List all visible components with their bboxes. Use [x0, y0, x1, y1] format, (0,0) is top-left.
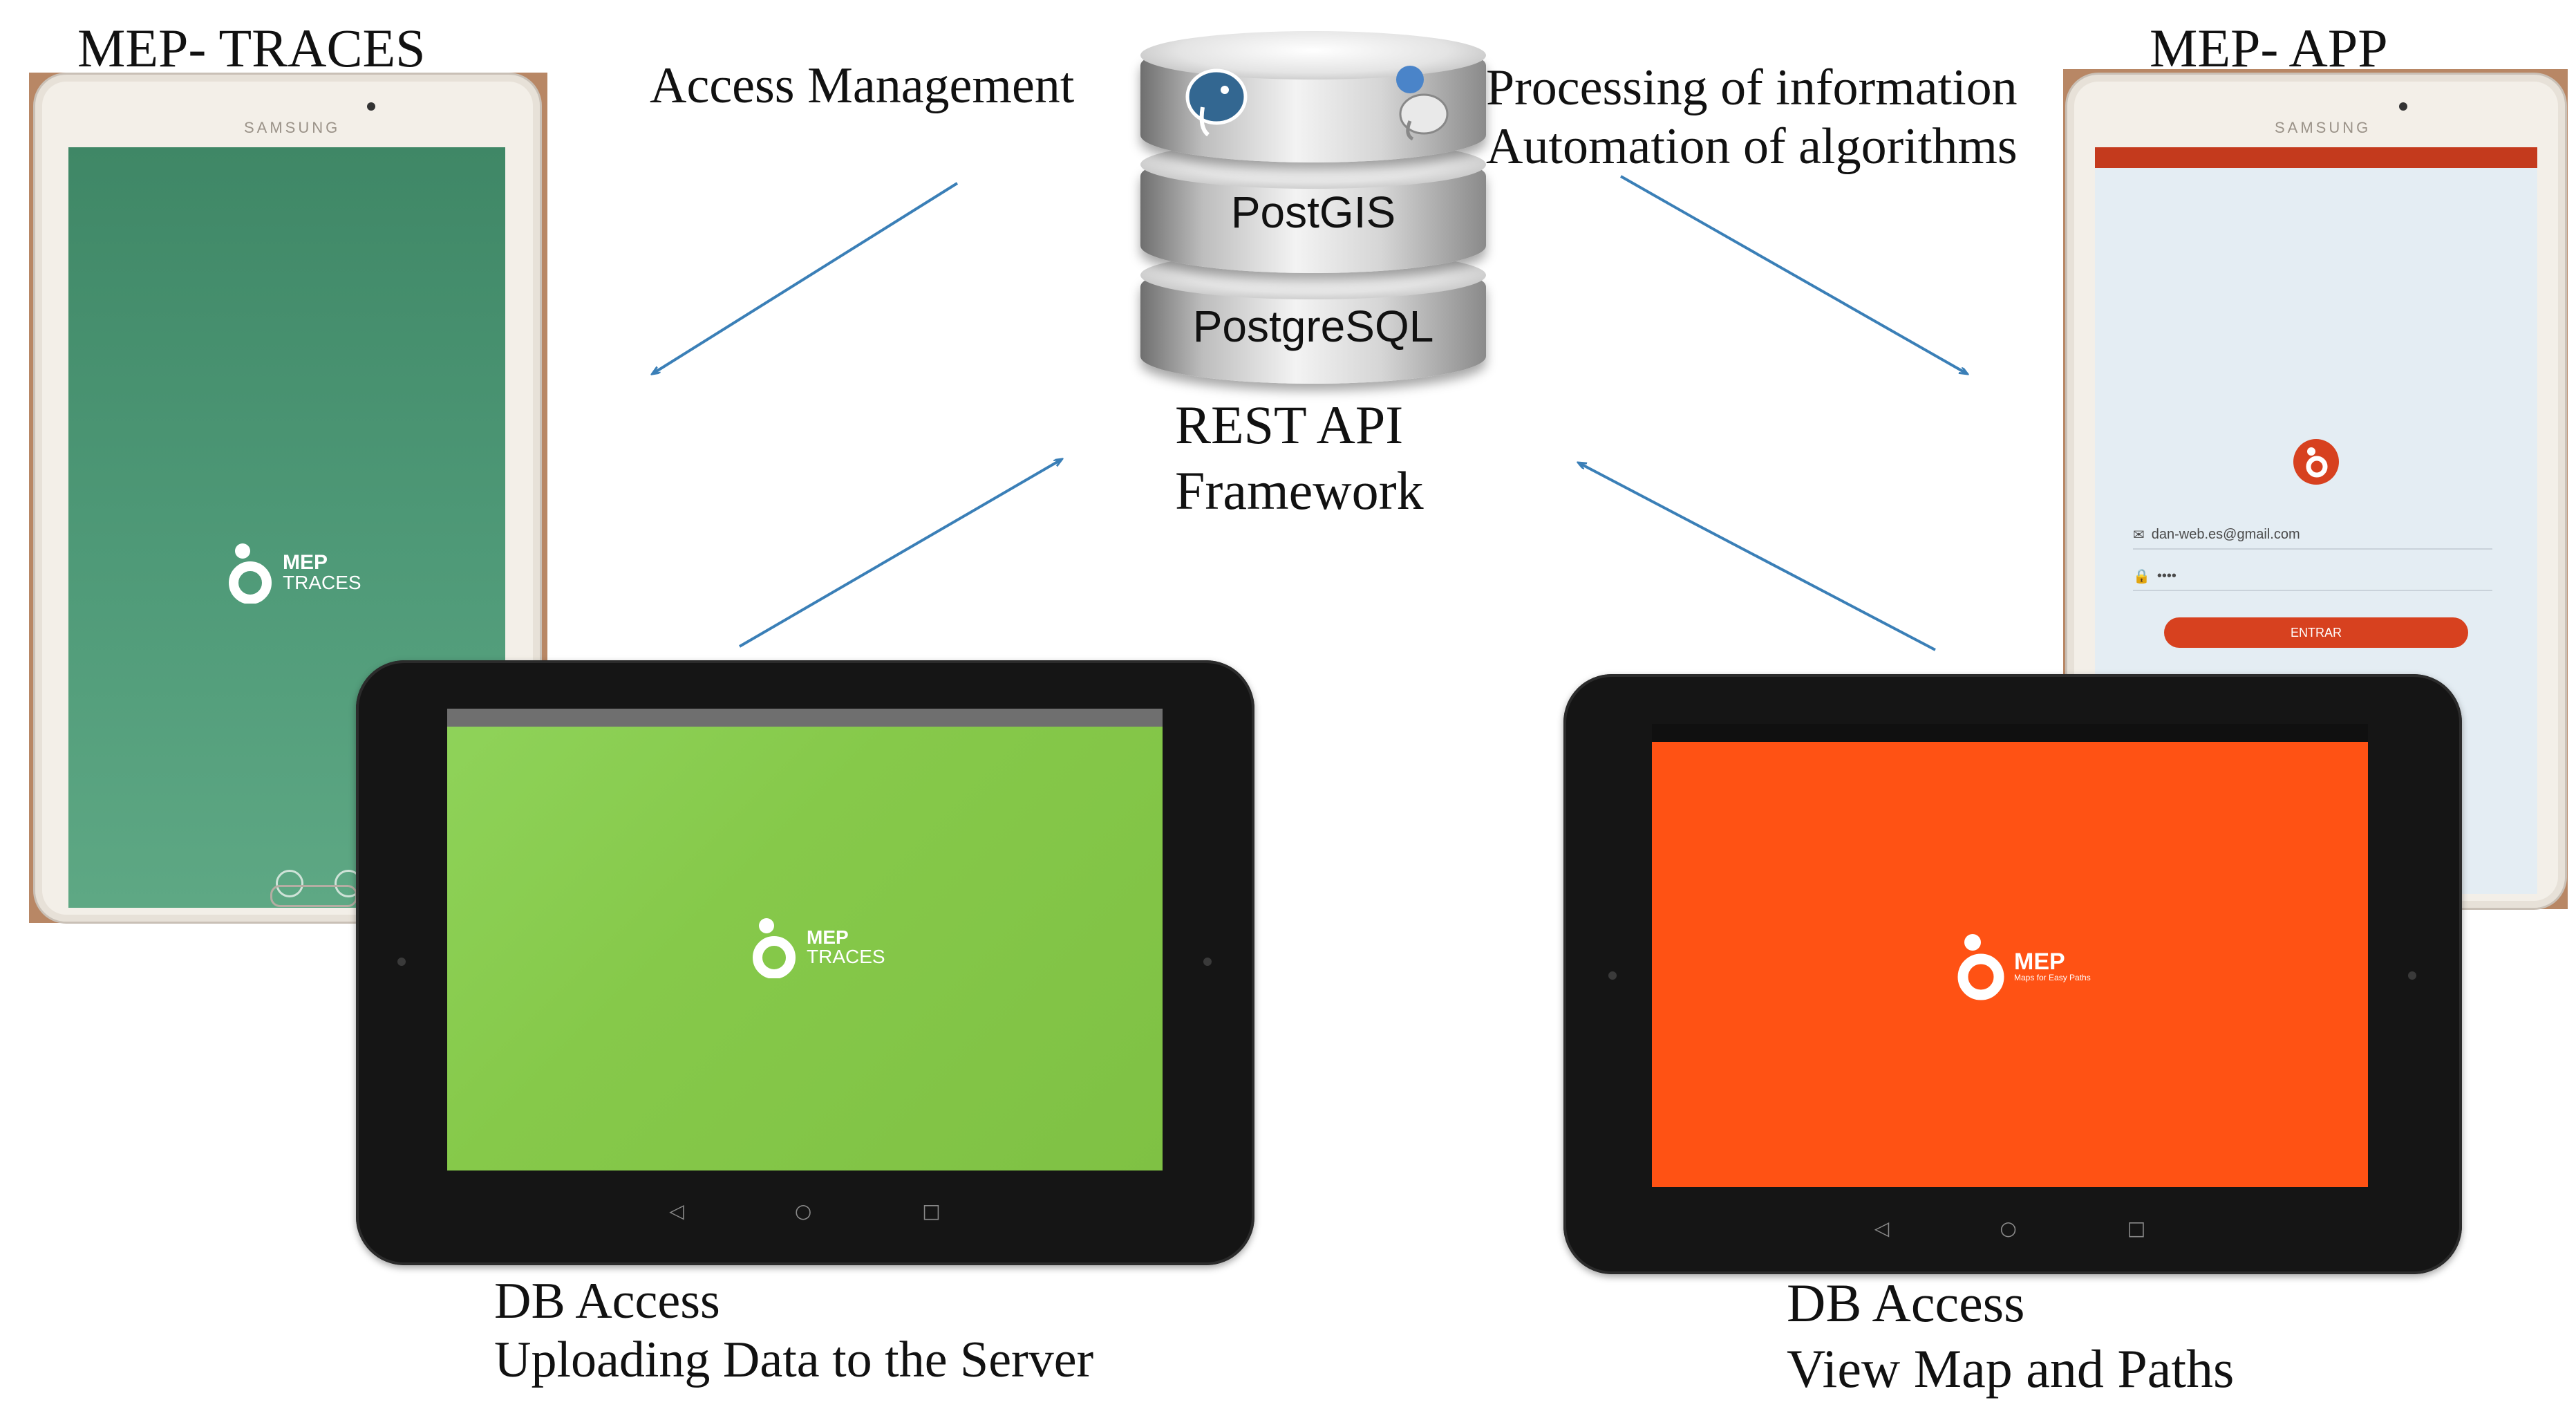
globe-elephant-icon	[1396, 66, 1449, 141]
mep-traces-logo-icon	[753, 918, 796, 978]
left-db-access-label: DB Access	[494, 1273, 720, 1330]
mep-traces-title: MEP- TRACES	[77, 18, 426, 78]
traces-tablet-sensor	[1203, 958, 1212, 966]
uploading-data-label: Uploading Data to the Server	[494, 1332, 1094, 1388]
app-tablet-logo-main: MEP	[2014, 949, 2065, 975]
traces-tablet-logo: MEP TRACES	[751, 916, 885, 978]
arrow-from-app-tablet	[1579, 463, 1936, 651]
login-password-value: ••••	[2156, 568, 2177, 584]
view-map-label: View Map and Paths	[1787, 1339, 2235, 1399]
login-email-field[interactable]: ✉ dan-web.es@gmail.com	[2133, 521, 2492, 550]
top-disk-cap	[1140, 31, 1486, 80]
right-db-access-label: DB Access	[1787, 1273, 2025, 1333]
traces-phone-camera	[367, 102, 375, 111]
traces-phone-logo-sub: TRACES	[283, 572, 361, 593]
arrow-to-app-phone	[1620, 175, 1966, 373]
rest-api-label: REST API	[1175, 395, 1404, 455]
app-tablet-camera	[1608, 971, 1617, 980]
app-tablet-navbar: ◁ ○ □	[1652, 1217, 2368, 1240]
traces-tablet-navbar: ◁ ○ □	[447, 1200, 1163, 1222]
app-login-logo-icon	[2293, 439, 2339, 485]
postgresql-label: PostgreSQL	[1192, 301, 1434, 351]
elephant-icon	[1185, 68, 1248, 137]
traces-phone-logo: MEP TRACES	[227, 541, 361, 604]
mep-app-title: MEP- APP	[2150, 18, 2388, 78]
database-stack: PostgreSQL PostGIS	[1140, 31, 1486, 384]
app-tablet: MEP Maps for Easy Paths ◁ ○ □	[1563, 674, 2462, 1274]
app-tablet-logo: MEP Maps for Easy Paths	[1956, 931, 2091, 1000]
automation-label: Automation of algorithms	[1486, 118, 2018, 175]
traces-tablet-statusbar	[447, 709, 1163, 727]
app-phone-camera	[2399, 102, 2407, 111]
traces-tablet-camera	[397, 958, 406, 966]
app-tablet-sensor	[2408, 971, 2416, 980]
framework-label: Framework	[1175, 460, 1424, 521]
app-tablet-statusbar	[1652, 724, 2368, 742]
traces-tablet-screen[interactable]: MEP TRACES	[447, 709, 1163, 1170]
processing-info-label: Processing of information	[1486, 59, 2018, 116]
traces-phone-brand: SAMSUNG	[244, 119, 341, 136]
login-password-field[interactable]: 🔒 ••••	[2133, 562, 2492, 591]
app-tablet-screen[interactable]: MEP Maps for Easy Paths	[1652, 724, 2368, 1187]
home-nav-icon[interactable]: ○	[2000, 1217, 2017, 1240]
email-icon: ✉	[2133, 527, 2145, 543]
lock-icon: 🔒	[2133, 568, 2150, 584]
app-phone-brand: SAMSUNG	[2275, 119, 2371, 136]
traces-tablet-logo-main: MEP	[807, 926, 849, 948]
traces-phone-recents-key[interactable]	[276, 870, 303, 897]
arrow-from-traces-tablet	[738, 460, 1061, 648]
traces-phone-logo-main: MEP	[283, 551, 328, 574]
home-nav-icon[interactable]: ○	[794, 1200, 812, 1222]
traces-tablet: MEP TRACES ◁ ○ □	[356, 660, 1254, 1265]
traces-tablet-logo-sub: TRACES	[807, 946, 885, 967]
back-nav-icon[interactable]: ◁	[1874, 1217, 1890, 1240]
access-management-label: Access Management	[650, 57, 1075, 114]
traces-phone-home-button[interactable]	[270, 885, 357, 907]
recent-nav-icon[interactable]: □	[922, 1200, 941, 1222]
app-phone-statusbar	[2095, 147, 2537, 168]
recent-nav-icon[interactable]: □	[2127, 1217, 2146, 1240]
login-email-value: dan-web.es@gmail.com	[2151, 526, 2300, 542]
back-nav-icon[interactable]: ◁	[669, 1200, 684, 1222]
arrow-to-traces-phone	[653, 182, 959, 373]
login-button[interactable]: ENTRAR	[2164, 617, 2468, 648]
mep-app-logo-icon	[1957, 934, 2004, 1000]
app-tablet-logo-sub: Maps for Easy Paths	[2014, 973, 2091, 982]
postgis-label: PostGIS	[1230, 187, 1396, 237]
mep-logo-icon	[229, 543, 272, 604]
